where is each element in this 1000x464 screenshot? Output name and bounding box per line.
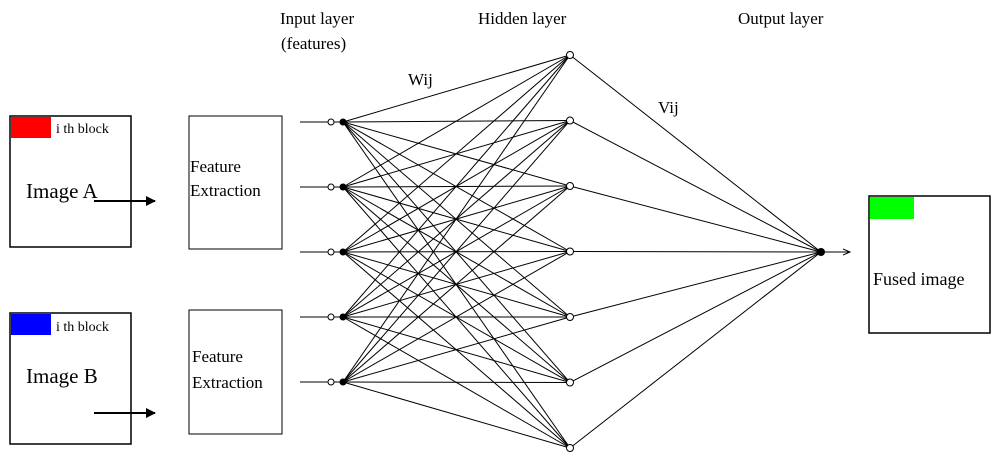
image-b-block	[11, 314, 51, 335]
feature-extraction-b-line1: Feature	[192, 347, 243, 366]
feature-extraction-a-line1: Feature	[190, 157, 241, 176]
wij-connection	[342, 381, 571, 449]
output-node	[817, 248, 825, 256]
weight-label-vij: Vij	[658, 98, 679, 117]
feature-extraction-b-line2: Extraction	[192, 373, 263, 392]
image-b: i th block Image B	[9, 312, 132, 445]
input-node	[339, 118, 347, 126]
hidden-node	[566, 444, 574, 452]
hidden-node	[566, 378, 574, 387]
image-a-block	[11, 117, 51, 138]
input-terminal	[327, 248, 335, 256]
input-node	[339, 248, 347, 256]
input-node	[339, 183, 347, 191]
image-a-title: Image A	[26, 179, 99, 203]
vij-connection	[569, 120, 822, 253]
fused-image: Fused image	[868, 195, 991, 334]
input-layer-sublabel: (features)	[281, 34, 346, 53]
hidden-node	[566, 51, 574, 59]
wij-connection	[342, 120, 571, 383]
feature-extraction-b: Feature Extraction	[188, 309, 283, 435]
wij-connection	[342, 54, 571, 188]
vij-connection	[569, 251, 822, 318]
vij-connection	[569, 251, 822, 253]
input-terminal	[327, 183, 335, 191]
wij-connection	[342, 54, 571, 318]
image-a-block-label: i th block	[56, 122, 109, 137]
network-connections	[300, 54, 850, 449]
input-terminal	[327, 118, 335, 126]
wij-connection	[342, 54, 571, 123]
vij-connection	[569, 251, 822, 449]
input-terminal	[327, 313, 335, 321]
hidden-node	[566, 247, 574, 256]
feature-extraction-b-box	[188, 309, 283, 435]
hidden-node	[566, 116, 574, 125]
image-b-block-label: i th block	[56, 320, 109, 335]
hidden-node	[566, 182, 574, 190]
feature-extraction-a-line2: Extraction	[190, 181, 261, 200]
vij-connection	[569, 54, 822, 253]
input-layer-label: Input layer	[280, 9, 354, 28]
wij-connection	[342, 185, 571, 383]
vij-connection	[569, 185, 822, 253]
wij-connection	[342, 54, 571, 383]
input-node	[339, 378, 347, 386]
image-a: i th block Image A	[9, 115, 132, 248]
input-node	[339, 313, 347, 321]
network-nodes	[327, 51, 825, 452]
wij-connection	[342, 54, 571, 253]
hidden-node	[566, 313, 574, 321]
hidden-layer-label: Hidden layer	[478, 9, 567, 28]
wij-connection	[342, 251, 571, 383]
weight-label-wij: Wij	[408, 70, 433, 89]
wij-connection	[342, 316, 571, 383]
wij-connection	[342, 381, 571, 383]
feature-extraction-a: Feature Extraction	[188, 115, 283, 250]
fused-image-title: Fused image	[873, 269, 965, 289]
input-terminal	[327, 378, 335, 386]
image-b-title: Image B	[26, 364, 98, 388]
vij-connection	[569, 251, 822, 383]
feature-extraction-a-box	[188, 115, 283, 250]
output-layer-label: Output layer	[738, 9, 824, 28]
fused-image-block	[870, 197, 914, 219]
